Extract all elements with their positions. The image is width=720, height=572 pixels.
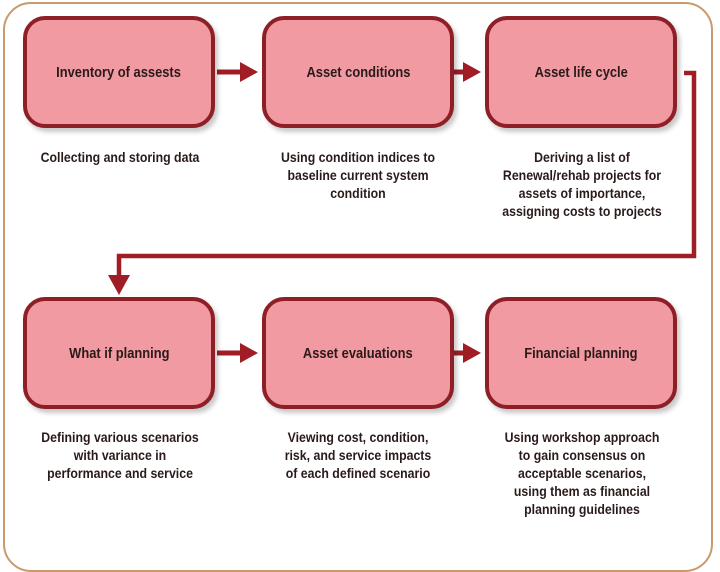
step-box-financial-planning: Financial planning [485, 297, 677, 409]
step-title: Financial planning [524, 344, 638, 362]
step-title: Asset life cycle [534, 63, 628, 81]
flow-arrows [108, 62, 697, 363]
step-title: Inventory of assests [56, 63, 182, 81]
arrow-1-to-2-head [240, 62, 258, 82]
step-description: Deriving a list of Renewal/rehab project… [502, 149, 662, 219]
arrow-2-to-3-head [463, 62, 481, 82]
step-box-what-if-planning: What if planning [23, 297, 215, 409]
step-box-asset-life-cycle: Asset life cycle [485, 16, 677, 128]
step-title: Asset evaluations [303, 344, 413, 362]
arrow-4-to-5-head [240, 343, 258, 363]
arrow-5-to-6-head [463, 343, 481, 363]
step-description: Using condition indices to baseline curr… [281, 149, 435, 201]
step-description: Viewing cost, condition, risk, and servi… [284, 429, 432, 481]
step-description: Collecting and storing data [40, 149, 200, 165]
step-title: Asset conditions [306, 63, 410, 81]
step-description: Defining various scenarios with variance… [41, 429, 199, 481]
arrow-3-to-4 [116, 70, 697, 280]
arrow-3-to-4-head [108, 275, 130, 295]
step-description: Using workshop approach to gain consensu… [504, 429, 660, 517]
step-title: What if planning [68, 344, 170, 362]
step-box-asset-evaluations: Asset evaluations [262, 297, 454, 409]
step-box-asset-conditions: Asset conditions [262, 16, 454, 128]
step-box-inventory: Inventory of assests [23, 16, 215, 128]
